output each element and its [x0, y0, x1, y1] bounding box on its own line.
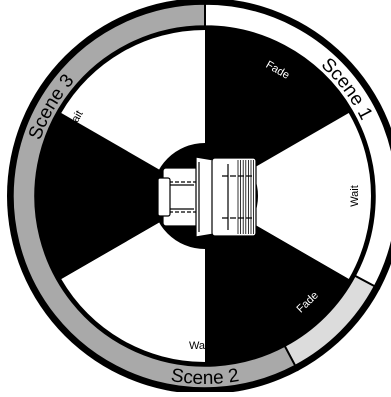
wait-label-scene-1: Wait	[349, 185, 361, 207]
scene-label-2: Scene 2	[169, 365, 240, 389]
scene-label-text-2: Scene 2	[169, 365, 240, 389]
wait-label-scene-2: Wait	[189, 340, 211, 352]
gobo-wheel-motor-icon	[158, 157, 256, 237]
